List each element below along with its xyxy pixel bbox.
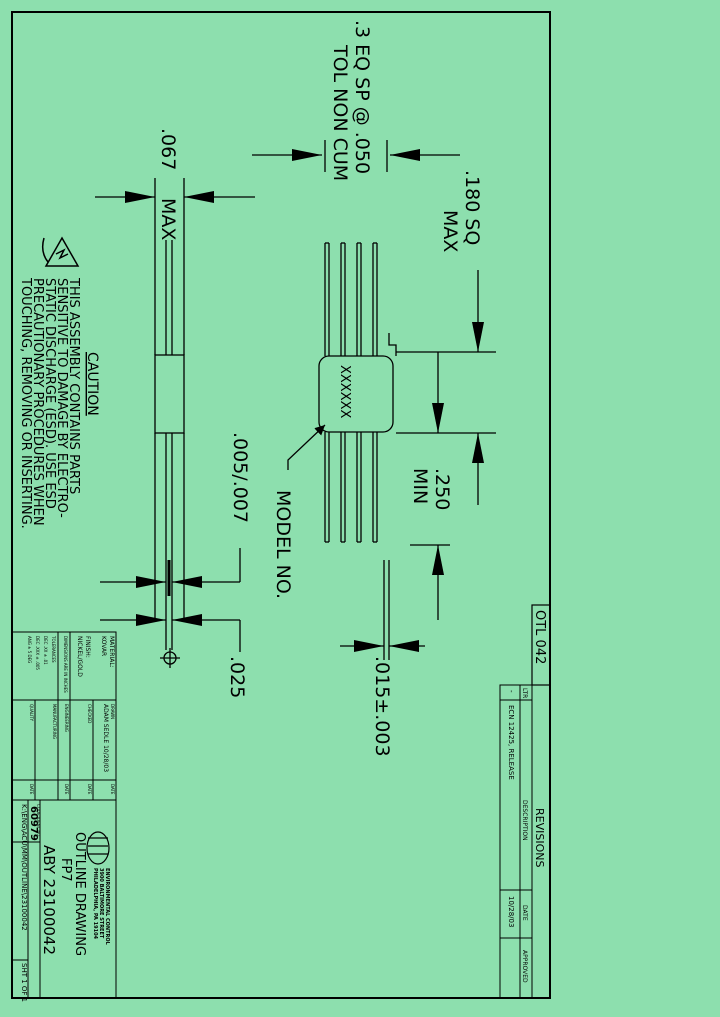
rev-row-date: 10/28/03 [507,896,515,927]
model-no-text: MODEL NO. [272,490,294,599]
file-path: K:\ENG\ACU\MM\OUTLINE\23100042 [20,804,28,931]
title-block [11,631,117,999]
tolerance-note-2: TOLERANCES [51,635,56,663]
drawing-border [11,11,551,999]
drawing-title: OUTLINE DRAWING [72,832,87,956]
caution-line-4: PRECAUTIONARY PROCEDURES WHEN [30,278,45,526]
drawing-subtitle: FP7 [58,858,73,882]
sheet-number: SHT 1 OF 1 [20,963,28,1002]
checked-date-label: DATE [87,784,92,795]
drawing-number-text: OTL 042 [532,610,547,664]
finish-label: FINISH: [84,636,91,658]
package-body [318,355,394,433]
pin-spacing-text: .3 EQ SP @ .050 [351,20,373,174]
lead-tops [324,242,397,356]
finish-value: NICKEL/GOLD [76,636,83,677]
quality-date-label: DATE [29,784,34,795]
tolerance-note-4: DEC .XXX ± .005 [35,636,40,670]
code-ident-value: 60979 [28,806,39,841]
checked-label: CHECKED [87,704,92,723]
revisions-title: REVISIONS [533,808,546,867]
caution-title: CAUTION [84,352,100,416]
rev-header-ltr: LTR [521,688,528,698]
esd-warning-icon [41,236,80,267]
rev-header-approved: APPROVED [521,950,528,983]
body-size-text: .180 SQ [461,170,483,245]
rev-row-description: ECN 12425, RELEASE [507,705,515,780]
material-value: KOVAR [100,636,107,656]
lead-thickness-text: .005/.007 [229,432,251,523]
drawn-date-label: DATE [110,784,115,795]
company-logo-icon [86,831,110,865]
pin-spacing-tol-text: TOL NON CUM [329,44,351,181]
manufacturing-label: MANUFACTURING [52,704,57,739]
thickness-max-text: MAX [157,198,179,240]
lead-bottoms [324,432,378,543]
revisions-table [499,684,551,999]
body-size-max-text: MAX [439,210,461,252]
caution-line-5: TOUCHING, REMOVING OR INSERTING. [18,277,33,529]
engineering-label: ENGINEERING [64,704,69,732]
tolerance-note-3: DEC .XX ± .01 [43,636,48,665]
lead-offset-text: .025 [226,656,248,698]
material-label: MATERIAL: [108,636,115,668]
drawn-label: DRAWN [110,704,115,719]
engineering-date-label: DATE [64,784,69,795]
company-name: ENVIRONMENTAL CONTROL [104,868,110,946]
caution-line-1: THIS ASSEMBLY CONTAINS PARTS [66,277,81,494]
caution-line-2: SENSITIVE TO DAMAGE BY ELECTRO- [54,278,69,518]
part-number: ABY 23100042 [40,845,58,955]
tolerance-note-5: ANG ± 5 DEG [27,636,32,663]
quality-label: QUALITY [29,704,34,722]
company-street: 3900 BALTIMORE STREET [98,868,104,939]
lead-length-text: .250 [431,468,453,510]
rev-header-description: DESCRIPTION [521,800,528,841]
rev-header-date: DATE [521,905,528,921]
rev-row-ltr: - [507,690,515,693]
company-city: PHILADELPHIA, PA 19104 [92,868,98,940]
thickness-text: .067 [157,128,179,170]
tolerance-note-1: DIMENSIONS ARE IN INCHES [63,636,68,693]
lead-length-min-text: MIN [409,468,431,504]
caution-line-3: STATIC DISCHARGE (ESD). USE ESD [42,278,57,509]
package-side-view [154,178,185,668]
lead-width-text: .015±.003 [371,656,393,757]
body-marking-text: XXXXXX [337,365,352,419]
code-ident-label: CODE IDENT NO. [36,804,41,838]
model-leader [287,424,326,470]
drawn-value: ADAM SEDLE 10/28/03 [102,704,109,772]
